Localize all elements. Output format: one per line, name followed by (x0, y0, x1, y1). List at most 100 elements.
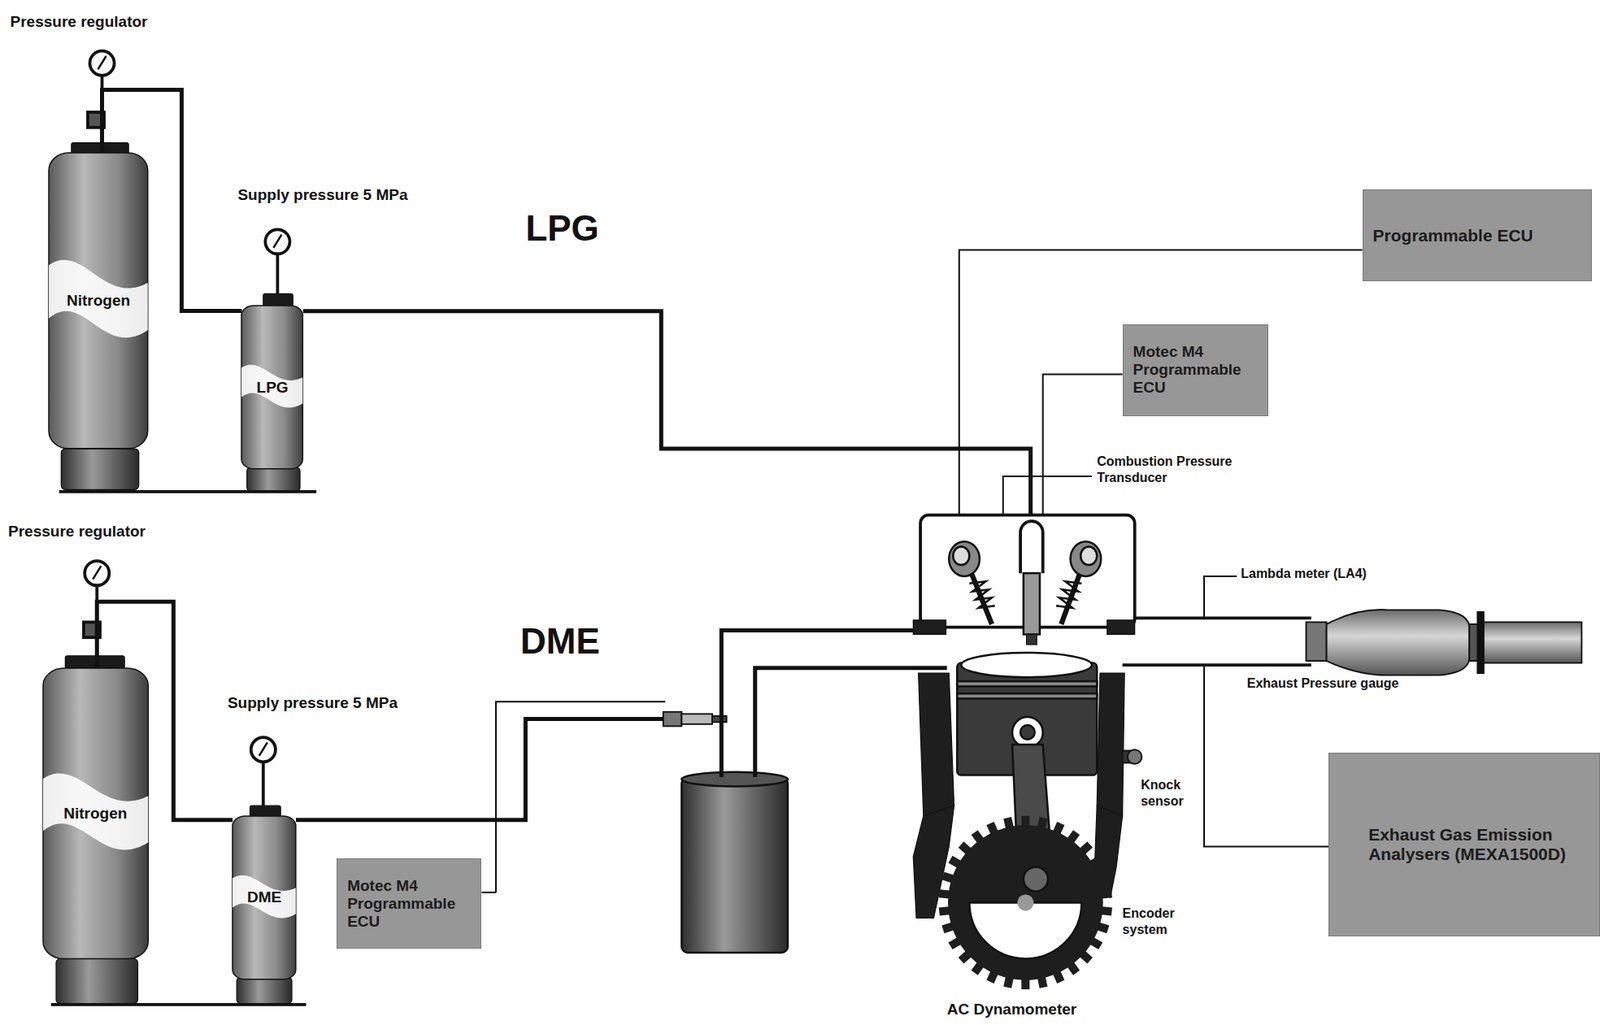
sensor-label: Knock sensor (1140, 777, 1202, 810)
catalytic-converter (1306, 609, 1583, 676)
cylinder-fittings (263, 293, 293, 307)
supply-pressure-gauge (276, 253, 280, 294)
cylinder-body (43, 668, 148, 960)
catalytic-converter (1477, 612, 1484, 674)
node-text: Nitrogen (66, 291, 131, 310)
knock-sensor (1122, 749, 1143, 765)
encoder-gear (1017, 894, 1034, 911)
engine-block (913, 805, 954, 918)
exhaust-valve (1070, 541, 1102, 577)
supply-pressure-gauge (259, 742, 268, 756)
leader-line (1204, 665, 1329, 847)
engine-block (1107, 620, 1135, 635)
injector-and-plug (1020, 521, 1044, 645)
cylinder-fittings (60, 448, 139, 490)
exhaust-valve (1080, 547, 1097, 566)
dme-injector (663, 712, 727, 727)
injector-and-plug (1026, 634, 1038, 645)
supply-pressure-gauge (273, 234, 282, 248)
lpg-cylinder: LPG (241, 305, 303, 470)
ground-line (51, 1003, 307, 1007)
engine-block (913, 620, 1135, 918)
pressure-regulator (92, 565, 101, 579)
catalytic-converter (1483, 621, 1582, 663)
cylinder-body (241, 305, 303, 470)
knock-sensor (1127, 749, 1143, 765)
encoder-gear (1023, 867, 1048, 892)
supply-pressure-gauge (261, 761, 266, 806)
nitrogen-cylinder: Nitrogen (43, 668, 148, 960)
cylinder-body (48, 152, 148, 449)
ground-line (59, 490, 317, 494)
sensor-label: Lambda meter (LA4) (1240, 565, 1367, 583)
leader-line (1204, 576, 1237, 618)
intake-manifold (755, 668, 948, 778)
cylinder-fittings (247, 467, 300, 492)
sensor-label: Exhaust Pressure gauge (1247, 675, 1400, 692)
encoder-gear (969, 902, 1082, 959)
engine-block (913, 620, 946, 635)
ecu-box: Motec M4 Programmable ECU (1122, 324, 1269, 417)
cylinder-fittings (56, 958, 138, 1004)
cylinder-highlight (43, 773, 148, 850)
cylinder-highlight (48, 260, 148, 339)
piston (960, 652, 1092, 678)
cylinder-highlight (241, 365, 303, 409)
pressure-label: Supply pressure 5 MPa (237, 185, 408, 205)
pressure-label: Supply pressure 5 MPa (227, 693, 398, 714)
piston (956, 693, 1097, 699)
dme-injector (681, 713, 713, 725)
intake-manifold (721, 630, 947, 778)
exhaust-pipe (1122, 663, 1312, 667)
node-text: Motec M4 Programmable ECU (1133, 343, 1258, 397)
leader-line (959, 249, 1363, 543)
node-text: Nitrogen (63, 804, 127, 823)
piston (956, 681, 1097, 687)
node-text: LPG (256, 378, 289, 397)
supply-pressure-gauge (265, 229, 290, 254)
dme-injector (663, 712, 683, 727)
fuel-label: DME (520, 621, 600, 661)
intake-surge-tank (681, 772, 788, 787)
supply-pressure-gauge (251, 737, 276, 762)
intake-surge-tank (681, 777, 788, 953)
leader-line (481, 891, 496, 894)
part-label: Pressure regulator (10, 12, 148, 32)
ecu-box: Programmable ECU (1362, 189, 1592, 282)
catalytic-converter (1306, 621, 1327, 661)
engine-block (918, 673, 955, 817)
leader-line (481, 249, 1362, 892)
piston (1020, 725, 1035, 740)
dme-cylinder: DME (232, 816, 296, 980)
intake-valve (969, 581, 995, 609)
intake-surge-tank (681, 772, 788, 953)
nitrogen-cylinder: Nitrogen (48, 152, 148, 449)
fuel-line (303, 311, 1031, 533)
pressure-regulator (89, 51, 114, 76)
leader-line (1043, 373, 1123, 526)
analyser-box: Exhaust Gas Emission Analysers (MEXA1500… (1328, 752, 1600, 937)
exhaust-pipe (1134, 616, 1312, 620)
cylinder-fittings (65, 656, 125, 670)
sensor-label: Encoder system (1122, 905, 1191, 939)
pressure-regulator (84, 560, 109, 586)
ecu-box: Motec M4 Programmable ECU (336, 858, 482, 948)
leader-line (495, 701, 666, 893)
sensor-label: Combustion Pressure Transducer (1096, 453, 1250, 487)
node-text: Exhaust Gas Emission Analysers (MEXA1500… (1368, 825, 1590, 865)
intake-valve (948, 541, 995, 625)
catalytic-converter (1326, 609, 1470, 676)
intake-valve (948, 541, 980, 577)
cylinder-fittings (236, 977, 292, 1005)
exhaust-valve (1056, 581, 1082, 609)
injector-and-plug (1023, 573, 1040, 635)
piston (1012, 717, 1044, 748)
exhaust-valve (1056, 541, 1101, 625)
fuel-line (295, 719, 666, 821)
encoder-gear (947, 825, 1104, 981)
cylinder-highlight (232, 874, 296, 918)
fuel-label: LPG (525, 208, 599, 248)
injector-and-plug (1020, 521, 1044, 574)
pressure-regulator (97, 56, 106, 70)
part-label: Pressure regulator (8, 521, 146, 542)
